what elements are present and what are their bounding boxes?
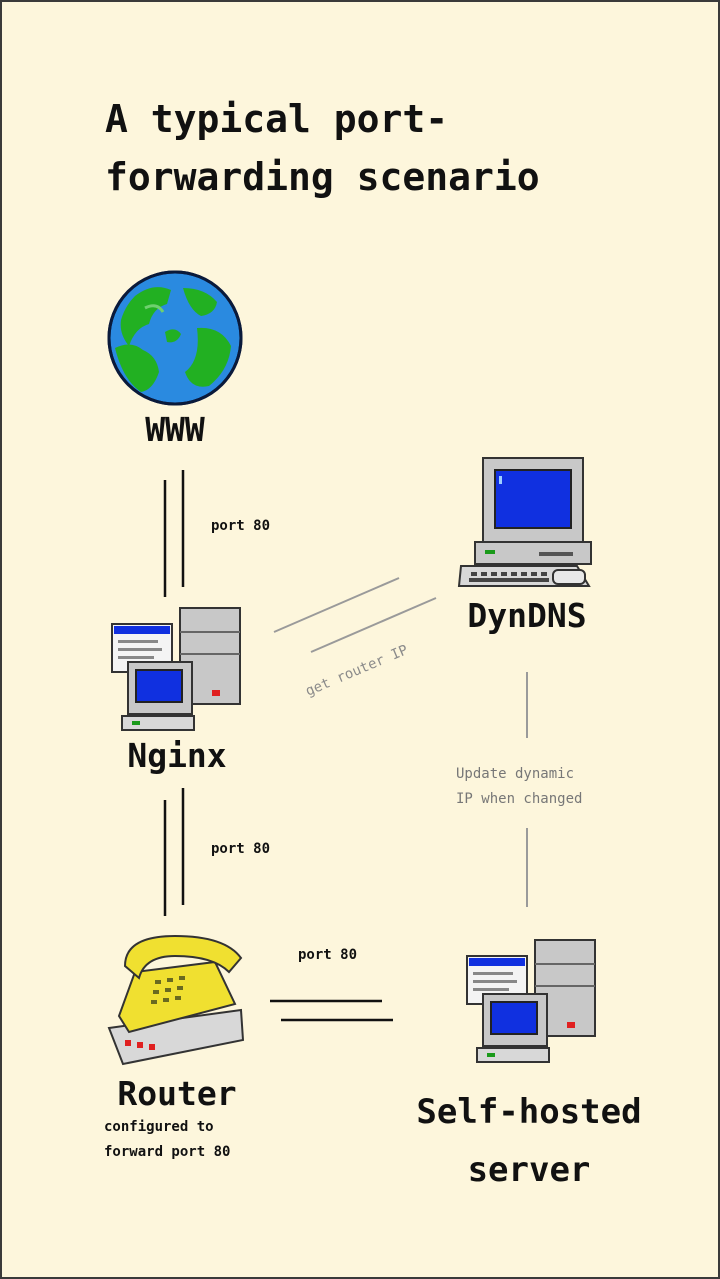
node-label-server-line1: Self-hosted xyxy=(416,1092,642,1132)
node-label-nginx: Nginx xyxy=(127,736,227,775)
router-caption-line2: forward port 80 xyxy=(104,1144,231,1160)
edge-nginx-dyndns-line-a xyxy=(273,577,400,633)
globe-icon xyxy=(107,270,243,406)
edge-label-get-router-ip: get router IP xyxy=(303,642,410,700)
edge-label-router-server: port 80 xyxy=(298,947,358,963)
telephone-router-icon xyxy=(107,934,245,1066)
router-caption-line1: configured to xyxy=(104,1119,214,1135)
node-label-www: WWW xyxy=(145,410,205,449)
edge-label-update-ip-line1: Update dynamic xyxy=(456,766,575,782)
desktop-computer-icon xyxy=(457,457,592,587)
node-label-dyndns: DynDNS xyxy=(467,596,587,635)
edge-label-www-nginx: port 80 xyxy=(211,518,271,534)
self-hosted-server-icon xyxy=(466,939,596,1063)
nginx-server-icon xyxy=(111,607,241,731)
diagram-title: A typical port-forwarding scenario xyxy=(105,97,540,199)
node-label-router: Router xyxy=(117,1074,237,1113)
edge-label-nginx-router: port 80 xyxy=(211,841,271,857)
edge-label-update-ip-line2: IP when changed xyxy=(456,791,583,807)
edge-nginx-dyndns-line-b xyxy=(310,597,437,653)
node-label-server-line2: server xyxy=(467,1150,591,1190)
